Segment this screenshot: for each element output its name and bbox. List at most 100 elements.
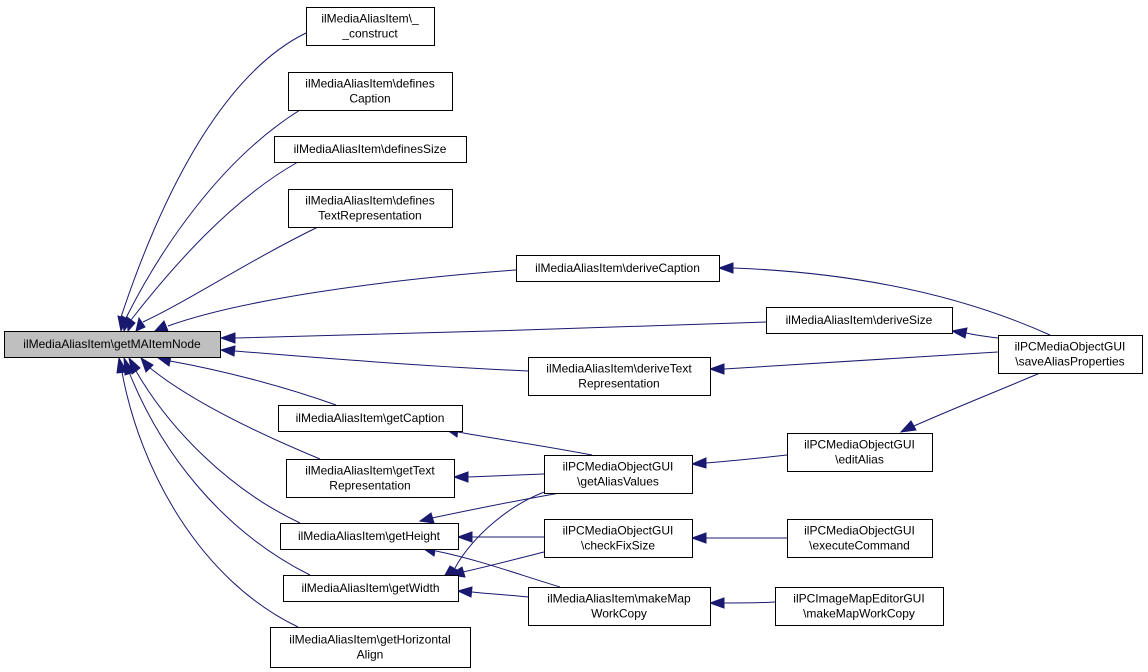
- node-derive-text-rep-box: [528, 357, 711, 396]
- edge-gethorizontalalign-to-getmaitemnode: [116, 356, 299, 628]
- edge-derivecaption-to-getmaitemnode-line: [167, 269, 517, 327]
- node-get-maitem-node[interactable]: ilMediaAliasItem\getMAItemNode: [4, 331, 221, 358]
- edge-savealiasproperties-to-derivesize-line: [965, 332, 999, 339]
- node-defines-size[interactable]: ilMediaAliasItem\definesSize: [274, 136, 467, 163]
- edge-getaliasvalues-to-getheight-line: [431, 492, 561, 519]
- edge-getaliasvalues-to-getheight-arrowhead: [418, 512, 435, 524]
- edge-editalias-to-getaliasvalues-line: [705, 454, 788, 464]
- edge-executecommand-to-checkfixsize-arrowhead: [690, 532, 707, 544]
- edge-getaliasvalues-to-getwidth: [442, 486, 561, 578]
- node-image-map-make-work-copy-box: [775, 587, 944, 626]
- edge-getcaption-to-getmaitemnode: [155, 355, 337, 406]
- edge-imagemap-to-makemapworkcopy: [708, 597, 776, 609]
- node-derive-caption-label-1: ilMediaAliasItem\deriveCaption: [535, 261, 700, 275]
- node-edit-alias-box: [787, 433, 933, 472]
- node-execute-command-box: [787, 519, 933, 558]
- edge-gettextrep-to-getmaitemnode-arrowhead: [140, 356, 154, 373]
- node-get-caption[interactable]: ilMediaAliasItem\getCaption: [278, 405, 463, 432]
- edge-definessize-to-getmaitemnode-arrowhead: [126, 315, 136, 333]
- edge-getaliasvalues-to-gettextrep: [452, 471, 545, 483]
- node-get-alias-values-label-2: \getAliasValues: [577, 475, 659, 489]
- edge-gethorizontalalign-to-getmaitemnode-line: [121, 371, 299, 628]
- edge-derivecaption-to-getmaitemnode-arrowhead: [153, 320, 169, 332]
- node-get-width-box: [283, 575, 459, 602]
- node-derive-text-rep-label-2: Representation: [578, 377, 659, 391]
- node-get-text-rep-box: [286, 459, 455, 498]
- node-derive-caption[interactable]: ilMediaAliasItem\deriveCaption: [516, 255, 720, 282]
- edge-savealiasproperties-to-derivecaption-line: [732, 267, 1051, 336]
- node-check-fix-size-label-1: ilPCMediaObjectGUI: [563, 524, 674, 538]
- edge-getaliasvalues-to-gettextrep-arrowhead: [452, 471, 469, 483]
- edge-definescaption-to-getmaitemnode-line: [125, 109, 301, 319]
- edge-getheight-to-getmaitemnode: [128, 356, 301, 524]
- node-get-height-label-1: ilMediaAliasItem\getHeight: [298, 529, 441, 543]
- edge-savealiasproperties-to-derivecaption-arrowhead: [717, 262, 734, 274]
- node-check-fix-size-box: [544, 519, 693, 558]
- node-image-map-make-work-copy[interactable]: ilPCImageMapEditorGUI\makeMapWorkCopy: [775, 587, 944, 626]
- edge-executecommand-to-checkfixsize: [690, 532, 787, 544]
- edge-definessize-to-getmaitemnode-line: [130, 161, 299, 321]
- node-defines-text-rep-label-2: TextRepresentation: [318, 209, 421, 223]
- edge-getaliasvalues-to-gettextrep-line: [467, 473, 545, 478]
- node-save-alias-properties-label-1: ilPCMediaObjectGUI: [1015, 340, 1126, 354]
- node-derive-text-rep[interactable]: ilMediaAliasItem\deriveTextRepresentatio…: [528, 357, 711, 396]
- edge-makemapworkcopy-to-getwidth: [456, 586, 529, 598]
- edge-gettextrep-to-getmaitemnode-line: [149, 367, 321, 460]
- node-image-map-make-work-copy-label-1: ilPCImageMapEditorGUI: [793, 592, 924, 606]
- edge-gethorizontalalign-to-getmaitemnode-arrowhead: [116, 356, 128, 374]
- node-derive-size[interactable]: ilMediaAliasItem\deriveSize: [766, 307, 953, 334]
- node-edit-alias-label-2: \editAlias: [835, 453, 884, 467]
- node-edit-alias[interactable]: ilPCMediaObjectGUI\editAlias: [787, 433, 933, 472]
- node-execute-command-label-1: ilPCMediaObjectGUI: [804, 524, 915, 538]
- node-get-height[interactable]: ilMediaAliasItem\getHeight: [280, 523, 459, 550]
- edge-gettextrep-to-getmaitemnode: [140, 356, 321, 460]
- edge-savealiasproperties-to-derivesize-arrowhead: [950, 327, 968, 339]
- node-construct-label-1: ilMediaAliasItem\_: [321, 12, 419, 26]
- node-get-horizontal-align-label-1: ilMediaAliasItem\getHorizontal: [289, 633, 450, 647]
- node-save-alias-properties-box: [998, 335, 1143, 374]
- node-make-map-work-copy-box: [528, 587, 711, 626]
- node-defines-caption-label-2: Caption: [349, 92, 390, 106]
- edge-imagemap-to-makemapworkcopy-line: [723, 601, 776, 604]
- node-get-horizontal-align-label-2: Align: [357, 648, 384, 662]
- node-get-text-rep-label-1: ilMediaAliasItem\getText: [305, 464, 435, 478]
- node-derive-text-rep-label-1: ilMediaAliasItem\deriveText: [546, 362, 692, 376]
- edge-checkfixsize-to-getheight-arrowhead: [456, 531, 473, 543]
- node-get-caption-box: [278, 405, 463, 432]
- node-defines-caption-box: [288, 72, 453, 111]
- edge-construct-to-getmaitemnode: [117, 32, 307, 333]
- node-get-horizontal-align-box: [270, 627, 471, 668]
- edge-definestextrep-to-getmaitemnode-line: [142, 226, 319, 323]
- node-save-alias-properties-label-2: \saveAliasProperties: [1015, 355, 1124, 369]
- node-get-alias-values[interactable]: ilPCMediaObjectGUI\getAliasValues: [544, 455, 693, 494]
- node-defines-caption-label-1: ilMediaAliasItem\defines: [305, 77, 434, 91]
- node-image-map-make-work-copy-label-2: \makeMapWorkCopy: [803, 607, 915, 621]
- node-defines-text-rep-box: [288, 189, 453, 228]
- node-defines-size-box: [274, 136, 467, 163]
- edge-getwidth-to-getmaitemnode-line: [128, 371, 311, 576]
- node-execute-command[interactable]: ilPCMediaObjectGUI\executeCommand: [787, 519, 933, 558]
- node-derive-size-label-1: ilMediaAliasItem\deriveSize: [786, 313, 933, 327]
- edge-getaliasvalues-to-getheight: [418, 492, 561, 524]
- edge-imagemap-to-makemapworkcopy-arrowhead: [708, 597, 725, 609]
- node-make-map-work-copy[interactable]: ilMediaAliasItem\makeMapWorkCopy: [528, 587, 711, 626]
- edge-getaliasvalues-to-getcaption-line: [457, 431, 593, 456]
- edge-makemapworkcopy-to-getwidth-arrowhead: [456, 586, 473, 598]
- node-defines-text-rep[interactable]: ilMediaAliasItem\definesTextRepresentati…: [288, 189, 453, 228]
- edge-getaliasvalues-to-getcaption: [445, 426, 593, 456]
- node-get-width[interactable]: ilMediaAliasItem\getWidth: [283, 575, 459, 602]
- edge-savealiasproperties-to-editalias: [899, 372, 1041, 433]
- edge-checkfixsize-to-getheight: [456, 531, 544, 543]
- node-make-map-work-copy-label-2: WorkCopy: [591, 607, 647, 621]
- edge-editalias-to-getaliasvalues-arrowhead: [690, 457, 707, 469]
- node-check-fix-size[interactable]: ilPCMediaObjectGUI\checkFixSize: [544, 519, 693, 558]
- edge-derivesize-to-getmaitemnode-arrowhead: [219, 332, 236, 344]
- edge-savealiasproperties-to-editalias-arrowhead: [899, 420, 917, 433]
- node-save-alias-properties[interactable]: ilPCMediaObjectGUI\saveAliasProperties: [998, 335, 1143, 374]
- node-construct-box: [306, 7, 435, 46]
- edge-derivetextrep-to-getmaitemnode-line: [234, 350, 529, 372]
- node-construct[interactable]: ilMediaAliasItem\__construct: [306, 7, 435, 46]
